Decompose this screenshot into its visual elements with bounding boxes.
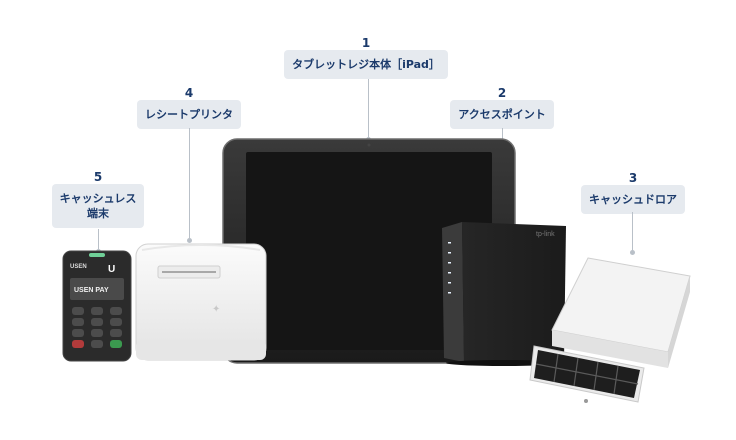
callout-label: キャッシュレス 端末 [51,184,145,228]
star-logo-icon: ✦ [212,304,220,315]
callout-access-point: 2 アクセスポイント [443,86,561,129]
callout-receipt-printer: 4 レシートプリンタ [130,86,248,129]
callout-label-line1: キャッシュレス [59,192,137,205]
callout-cash-drawer: 3 キャッシュドロア [574,171,692,214]
callout-number: 2 [497,86,507,100]
callout-label: タブレットレジ本体［iPad］ [284,50,448,79]
router-logo: tp-link [536,231,555,238]
callout-number: 3 [628,171,638,185]
terminal-screen-text: USEN PAY [74,287,109,294]
payment-terminal-image: USEN U USEN PAY [62,250,132,362]
router-image: tp-link [442,222,566,366]
terminal-brand-mark: U [108,264,115,275]
terminal-brand: USEN [70,264,87,270]
cash-drawer-image [529,257,691,403]
callout-number: 5 [93,170,103,184]
callout-label-line2: 端末 [87,207,109,220]
callout-label: キャッシュドロア [581,185,685,214]
leader-dot [630,250,635,255]
callout-label: アクセスポイント [450,100,554,129]
callout-number: 1 [361,36,371,50]
leader-line [98,229,99,251]
printer-image: ✦ [135,243,267,361]
callout-cashless-terminal: 5 キャッシュレス 端末 [48,170,148,228]
tablet-image [222,138,516,364]
leader-line [632,212,633,252]
leader-line [189,128,190,240]
leader-line [368,79,369,139]
leader-dot [187,238,192,243]
callout-number: 4 [184,86,194,100]
callout-tablet: 1 タブレットレジ本体［iPad］ [278,36,454,79]
callout-label: レシートプリンタ [137,100,241,129]
